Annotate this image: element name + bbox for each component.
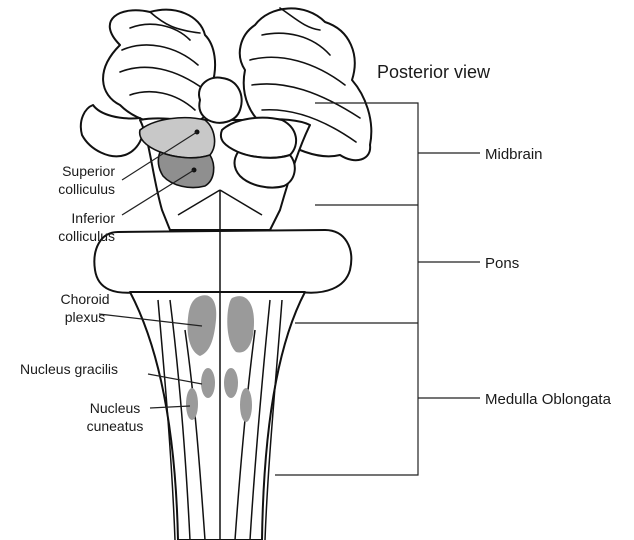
label-nucleus-cuneatus-line1: Nucleus: [90, 400, 141, 416]
label-choroid-plexus-line2: plexus: [65, 309, 105, 325]
brainstem-body: [94, 119, 351, 540]
label-superior-colliculus-line1: Superior: [62, 163, 115, 179]
label-nucleus-cuneatus-line2: cuneatus: [87, 418, 144, 434]
diagram-title: Posterior view: [377, 62, 491, 82]
label-choroid-plexus-line1: Choroid: [60, 291, 109, 307]
label-nucleus-gracilis: Nucleus gracilis: [20, 361, 118, 377]
label-pons: Pons: [485, 255, 519, 272]
label-midbrain: Midbrain: [485, 146, 543, 163]
label-superior-colliculus-line2: colliculus: [58, 181, 115, 197]
pineal-body: [199, 77, 242, 122]
label-inferior-colliculus-line1: Inferior: [71, 210, 115, 226]
label-inferior-colliculus-line2: colliculus: [58, 228, 115, 244]
label-medulla-oblongata: Medulla Oblongata: [485, 391, 612, 408]
left-upper-lobe: [103, 10, 215, 124]
